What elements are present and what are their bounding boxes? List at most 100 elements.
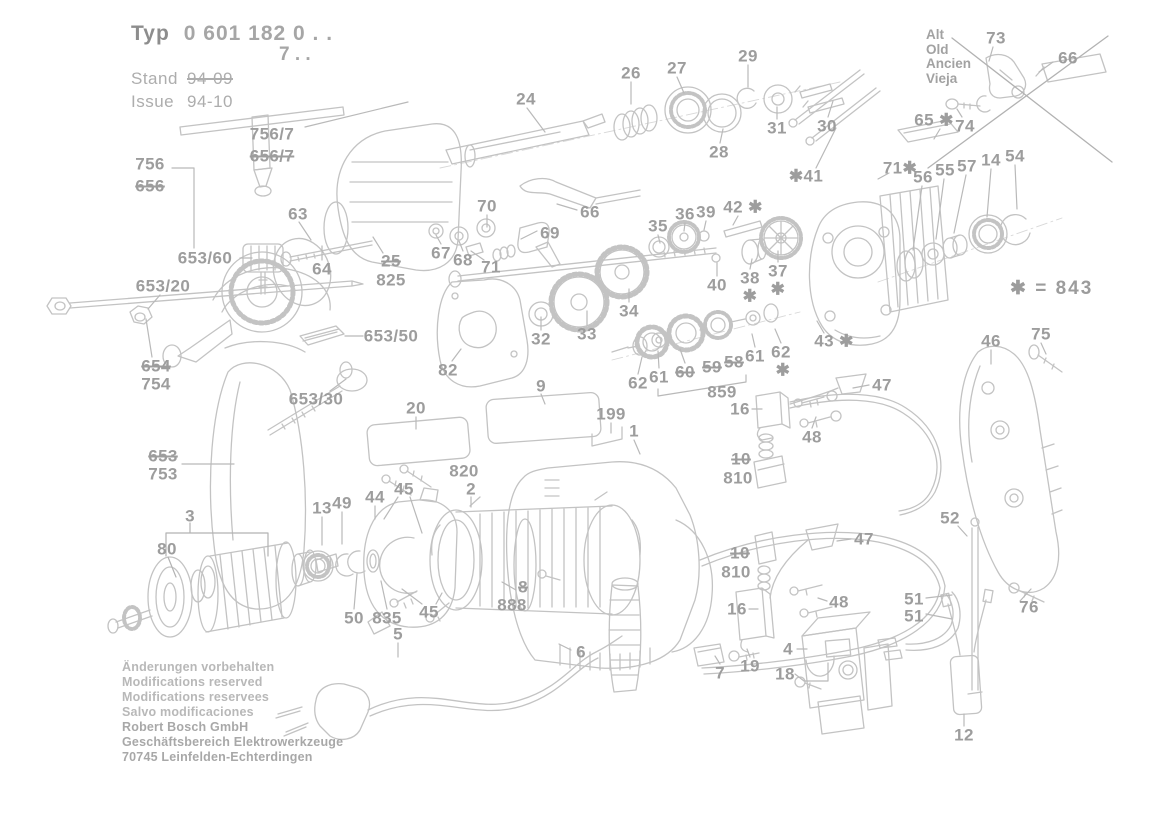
gear-train [528,216,803,333]
part-label-33: 33 [577,324,597,344]
part-label-36: 36 [675,204,695,224]
part-label-16: 16 [727,599,747,619]
bearing-plate-44 [363,487,458,635]
old-note-fr: Ancien [926,56,972,71]
leader-lines [145,46,1054,727]
part-label-41: ✱41 [788,166,824,186]
field-block [879,185,949,313]
footer-address: 70745 Leinfelden-Echterdingen [122,750,313,764]
part-label-32: 32 [531,329,551,349]
part-label-45: 45 [394,479,414,499]
part-label-39: 39 [696,202,716,222]
part-label-18: 18 [775,664,795,684]
part-label-1: 1 [629,421,639,441]
part-label-66: 66 [580,202,600,222]
footer-division: Geschäftsbereich Elektrowerkzeuge [122,735,344,749]
issue-value: 94-10 [187,92,233,111]
part-label-4: 4 [783,639,793,659]
part-label-48: 48 [829,592,849,612]
part-label-51: 51 [904,606,924,626]
part-label-40: 40 [707,275,727,295]
old-assembly [897,35,1113,169]
part-label-653: 653 [148,446,178,466]
screw-64 [280,240,373,267]
part-label-14: 14 [981,150,1001,170]
cord-guard-6 [608,577,642,693]
part-label-55: 55 [935,160,955,180]
footer-line-de: Änderungen vorbehalten [122,660,275,674]
star-legend: ✱ = 843 [1010,278,1094,299]
spindle-24 [445,113,606,168]
part-label-10: 10 [731,449,751,469]
part-label-756: 756 [135,154,165,174]
part-label-29: 29 [738,46,758,66]
part-label-756-7: 756/7 [249,124,295,144]
part-label-810: 810 [721,562,751,582]
part-label-47: 47 [854,529,874,549]
screws-41 [788,69,881,146]
old-note-de: Alt [926,27,944,42]
part-label-654: 654 [141,356,171,376]
handle-clamp-bolt [267,361,368,436]
part-label-2: 2 [466,479,476,499]
armature-3 [107,541,339,638]
part-label-62: 62 [771,342,791,362]
issue-label: Issue [131,92,175,111]
part-label-653-60: 653/60 [177,248,233,268]
washer-31 [763,84,793,114]
part-label-653-50: 653/50 [363,326,419,346]
part-label-49: 49 [332,493,352,513]
clips-30 [794,83,845,114]
part-label-835: 835 [372,608,402,628]
part-label-38: 38 [740,268,760,288]
type-number: 0 601 182 0 . . [183,22,334,45]
part-label-63: 63 [288,204,308,224]
part-label-43: 43 ✱ [814,331,854,351]
part-label-54: 54 [1005,146,1025,166]
part-label-26: 26 [621,63,641,83]
screw-63 [448,247,717,288]
gasket-82 [436,278,529,388]
bearing-27 [664,86,712,134]
part-label-61: 61 [649,367,669,387]
footer-line-es: Salvo modificaciones [122,705,254,719]
part-label-30: 30 [817,116,837,136]
part-label-753: 753 [148,464,178,484]
part-label-57: 57 [957,156,977,176]
part-label-656-7: 656/7 [249,146,295,166]
part-label-: ✱ [770,279,786,299]
part-label-27: 27 [667,58,687,78]
part-label-199: 199 [596,404,626,424]
part-label-74: 74 [955,116,975,136]
type-number-line2: 7 . . [279,44,311,65]
part-label-888: 888 [497,595,527,615]
part-label-810: 810 [723,468,753,488]
screw-75 [1028,344,1063,373]
part-label-12: 12 [954,725,974,745]
part-label-60: 60 [675,362,695,382]
part-label-46: 46 [981,331,1001,351]
plate-20 [366,416,471,467]
spring-26 [613,104,658,141]
part-label-754: 754 [141,374,171,394]
brush-holder-lower [735,523,839,653]
chuck-key [179,106,345,197]
nut-653-20 [129,305,153,325]
part-label-70: 70 [477,196,497,216]
stand-label: Stand [131,69,178,88]
part-label-52: 52 [940,508,960,528]
stator-2 [429,491,641,616]
chuck [162,237,332,368]
part-label-: ✱ [742,286,758,306]
gear-housing [323,123,462,272]
part-label-16: 16 [730,399,750,419]
part-label-58: 58 [724,352,744,372]
part-label-66: 66 [1058,48,1078,68]
switch-4 [801,611,893,735]
stand-value: 94-09 [187,69,233,88]
part-label-5: 5 [393,624,403,644]
old-part-note: Alt Old Ancien Vieja [926,27,972,86]
capacitor-12 [940,588,994,716]
